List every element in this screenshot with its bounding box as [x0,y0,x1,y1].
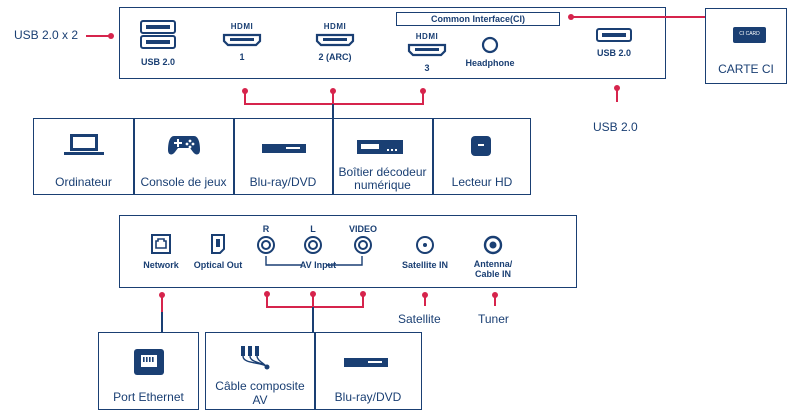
device-console: Console de jeux [140,175,227,189]
hdmi-1-icon [222,33,262,47]
headphone-jack-icon [481,36,499,54]
rca-l-icon [304,236,322,254]
av-r-stem [266,294,268,307]
antenna-label-1: Antenna/ [473,259,513,269]
device-bluray-bottom: Blu-ray/DVD [334,390,402,404]
av-r-label: R [262,224,270,234]
ci-label: Common Interface(CI) [430,14,525,24]
hdmi1-stem [244,91,246,104]
tuner-stem [494,295,496,306]
bottom-connector-panel [119,215,577,288]
hdmi-2-icon [315,33,355,47]
ci-card-icon [733,27,766,43]
usb-count-connector [86,35,110,37]
hdmi-1-label: 1 [239,52,245,62]
device-composite-l2: AV [252,393,268,407]
usb-single-label: USB 2.0 [596,48,631,58]
usb-single-connector [616,88,618,102]
av-video-label: VIDEO [348,224,377,234]
hdmi3-stem [422,91,424,104]
antenna-label-2: Cable IN [474,269,511,279]
bluray-player-bottom-icon [344,358,388,367]
satellite-in-label: Satellite IN [401,260,448,270]
headphone-label: Headphone [465,58,515,68]
ci-card-box [705,8,787,84]
top-connector-panel [119,7,666,79]
network-label: Network [143,260,179,270]
av-l-label: L [310,224,316,234]
laptop-icon [64,134,104,155]
usb-single-icon [596,28,632,42]
device-bluray: Blu-ray/DVD [249,175,317,189]
ci-connector [571,16,705,18]
usb-double-label: USB 2.0 [140,57,175,67]
av-video-stem [362,294,364,307]
hdmi-3-icon [407,43,447,57]
usb-single-ext-label: USB 2.0 [593,120,638,134]
av-input-label: AV Input [299,260,337,270]
device-row-top [33,118,531,195]
rca-video-icon [354,236,372,254]
satellite-ext-label: Satellite [398,312,441,326]
hdmi-bus [244,103,424,105]
network-stem [161,295,163,312]
divider-1 [133,118,135,195]
ci-slot [396,12,560,26]
device-ethernet: Port Ethernet [113,390,184,404]
hdmi-3-label: 3 [424,63,430,73]
av-input-bracket [265,256,363,266]
divider-4 [432,118,434,195]
usb-count-dot [108,33,114,39]
rca-r-icon [257,236,275,254]
hd-player-icon [471,136,491,156]
usb-count-label: USB 2.0 x 2 [14,28,79,42]
usb-double-icon [140,20,176,49]
satellite-port-icon [416,236,434,254]
hdmi3-brand: HDMI [415,32,439,41]
hdmi-trunk [332,104,334,118]
antenna-port-icon [483,235,503,255]
ethernet-port-icon [151,234,171,254]
device-computer: Ordinateur [55,175,112,189]
device-decoder-l2: numérique [354,178,411,192]
av-device-row [205,332,422,410]
optical-label: Optical Out [193,260,243,270]
tuner-ext-label: Tuner [478,312,509,326]
hdmi2-stem [332,91,334,104]
settop-box-icon [357,140,403,154]
ci-card-text: CI CARD [739,31,760,37]
device-decoder-l1: Boîtier décodeur [338,165,427,179]
gamepad-icon [168,136,200,155]
device-hd-player: Lecteur HD [451,175,513,189]
hdmi1-brand: HDMI [230,22,254,31]
av-bus [266,306,364,308]
divider-3 [332,118,334,195]
network-trunk [161,312,163,332]
ci-card-label: CARTE CI [718,62,774,76]
hdmi-2-label: 2 (ARC) [318,52,352,62]
device-composite-l1: Câble composite [215,379,305,393]
satellite-stem [424,295,426,306]
ethernet-jack-icon [134,349,164,375]
av-trunk [312,307,314,332]
optical-port-icon [211,234,225,254]
bluray-player-icon [262,144,306,153]
hdmi2-brand: HDMI [323,22,347,31]
composite-cable-icon [241,346,270,370]
divider-2 [233,118,235,195]
av-l-stem [312,294,314,307]
av-divider [314,332,316,410]
